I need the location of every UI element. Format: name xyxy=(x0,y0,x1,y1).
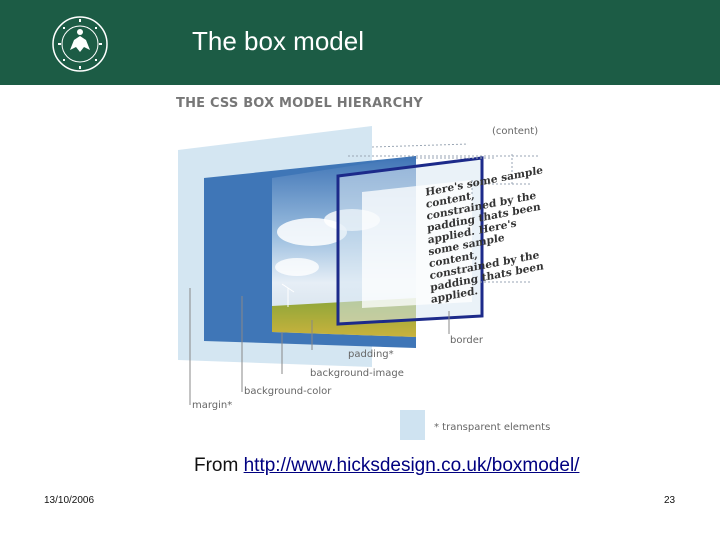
diagram-title: THE CSS BOX MODEL HIERARCHY xyxy=(176,96,424,111)
label-background-image: background-image xyxy=(310,368,404,379)
content-layer xyxy=(362,180,472,308)
box-model-diagram: THE CSS BOX MODEL HIERARCHY Here's some … xyxy=(172,92,552,442)
slide-title: The box model xyxy=(192,26,364,56)
label-content: (content) xyxy=(492,126,539,137)
university-seal-icon xyxy=(52,16,108,72)
label-padding: padding* xyxy=(348,349,394,360)
slide-header: The box model xyxy=(0,0,720,85)
guide-lines xyxy=(348,143,538,283)
label-background-color: background-color xyxy=(244,386,332,397)
transparent-legend-swatch xyxy=(400,410,425,440)
label-border: border xyxy=(450,335,484,346)
border-layer xyxy=(336,156,484,326)
leader-lines xyxy=(189,288,450,405)
caption-prefix: From xyxy=(194,455,244,476)
slide-date: 13/10/2006 xyxy=(44,495,95,506)
source-link[interactable]: http://www.hicksdesign.co.uk/boxmodel/ xyxy=(243,455,580,476)
label-margin: margin* xyxy=(192,400,233,411)
slide-page-number: 23 xyxy=(664,495,676,506)
source-caption: From http://www.hicksdesign.co.uk/boxmod… xyxy=(194,455,579,477)
sample-content-text: Here's some sample content, constrained … xyxy=(425,164,544,306)
box-model-illustration xyxy=(178,126,538,440)
label-transparent-elements: * transparent elements xyxy=(434,422,551,433)
